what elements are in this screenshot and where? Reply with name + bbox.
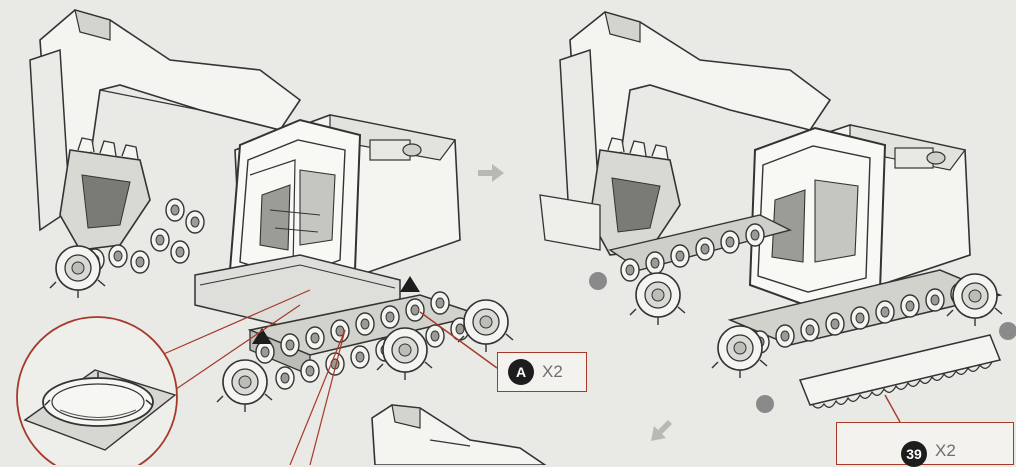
part-39-quantity: X2 <box>935 441 956 460</box>
excavator-next-step-partial <box>371 404 547 465</box>
zoom-detail-circle <box>16 316 178 465</box>
part-a-letter: A <box>508 359 534 385</box>
dot-marker-icon <box>589 272 607 290</box>
triangle-marker-icon <box>400 276 420 292</box>
part-a-quantity: X2 <box>542 362 563 381</box>
triangle-marker-icon <box>252 328 272 344</box>
part-39-quantity-callout: 39 X2 <box>836 422 1014 467</box>
part-a-quantity-callout: A X2 <box>497 352 587 392</box>
excavator-exploded-view <box>29 9 514 465</box>
dot-marker-icon <box>999 322 1016 340</box>
excavator-assembled-view <box>539 11 1016 423</box>
diagonal-arrow-icon <box>651 420 672 441</box>
part-39-number: 39 <box>901 441 927 467</box>
right-arrow-icon <box>478 164 504 182</box>
dot-marker-icon <box>756 395 774 413</box>
